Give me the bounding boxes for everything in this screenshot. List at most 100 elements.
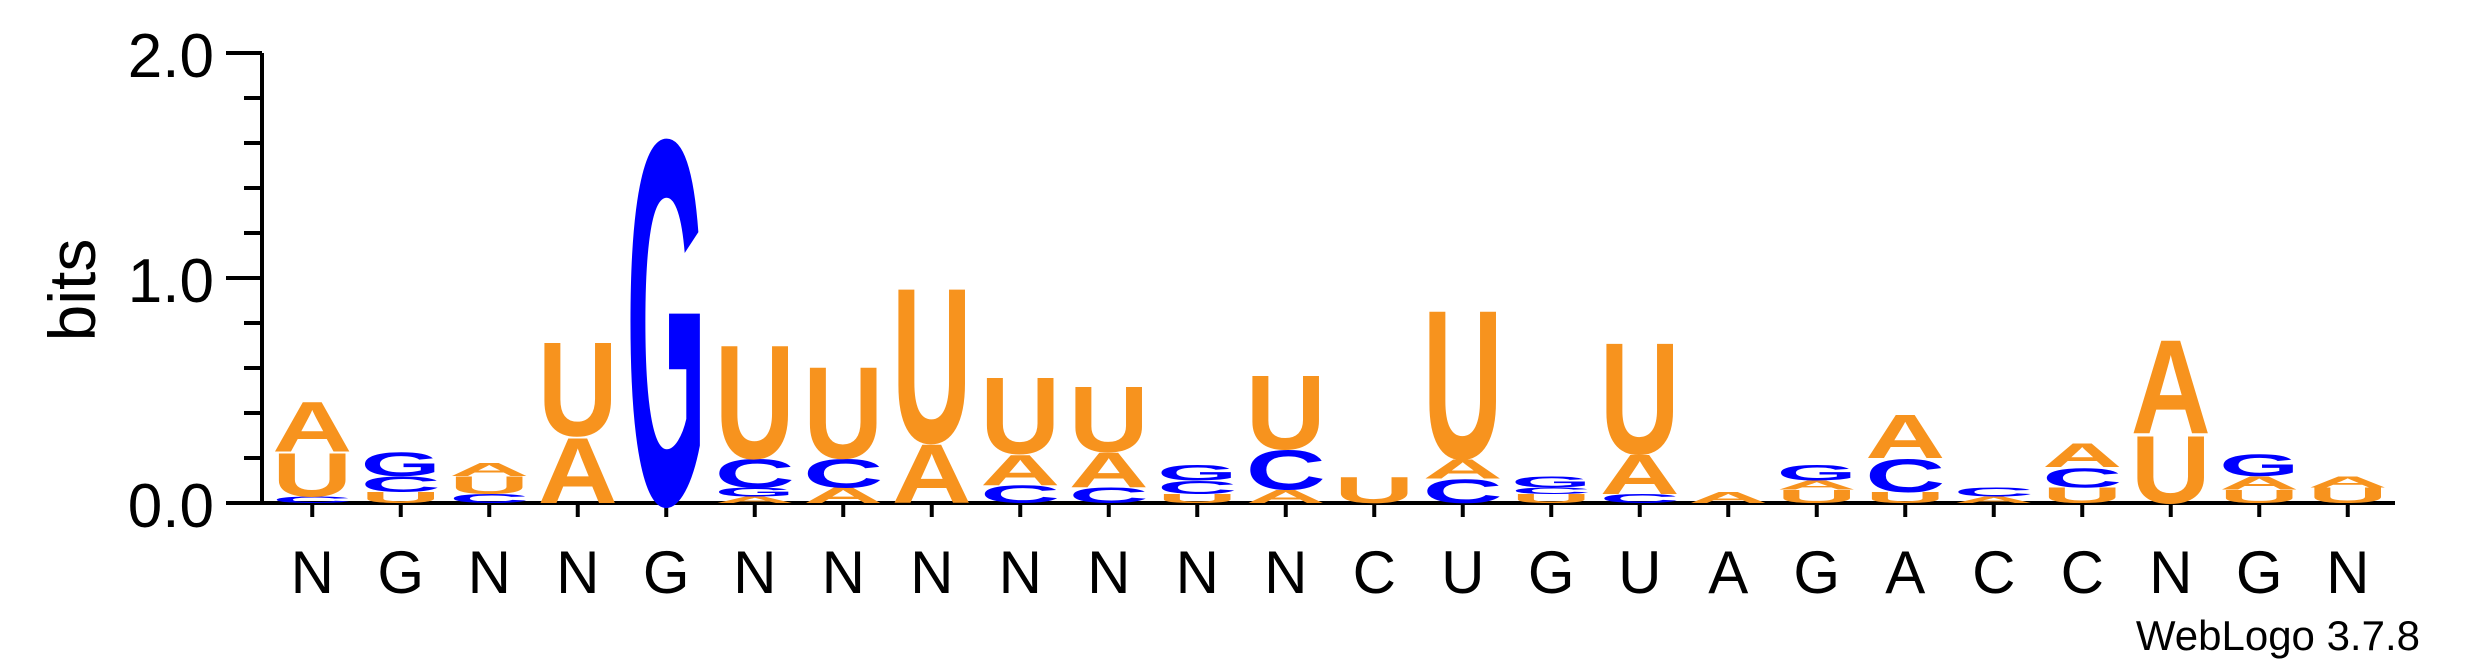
logo-letter-A: A [2308, 473, 2388, 491]
logo-letter-U: U [1865, 489, 1945, 507]
logo-letter-A: A [892, 427, 972, 521]
logo-letter-C: C [2042, 462, 2122, 493]
logo-stack: AU [538, 315, 618, 523]
logo-letter-A: A [2219, 473, 2299, 494]
logo-letter-U: U [449, 472, 529, 500]
logo-letter-U: U [980, 355, 1060, 477]
logo-letter-U: U [715, 312, 795, 493]
logo-letter-G: G [1511, 473, 1591, 491]
logo-letter-G: G [361, 446, 441, 484]
position-label: N [2149, 539, 2192, 606]
y-tick-label: 1.0 [128, 247, 214, 316]
logo-letter-C: C [1865, 450, 1945, 502]
y-axis: 0.0 1.0 2.0 [128, 22, 264, 541]
logo-letter-U: U [1600, 311, 1680, 489]
position-label: G [377, 539, 424, 606]
logo-letter-U: U [1777, 486, 1857, 507]
logo-letter-A: A [1777, 478, 1857, 492]
logo-letter-A: A [1246, 486, 1326, 507]
logo-letter-C: C [1069, 483, 1149, 507]
y-axis-label: bits [35, 239, 109, 342]
logo-letter-U: U [1423, 266, 1503, 503]
logo-letter-U: U [272, 441, 352, 510]
logo-stack: UAG [1777, 461, 1857, 507]
logo-letter-G: G [2219, 448, 2299, 483]
logo-stack: ACU [1246, 353, 1326, 507]
logo-letter-G: G [1777, 461, 1857, 485]
logo-letter-A: A [1069, 442, 1149, 498]
logo-stack: AU [892, 242, 972, 521]
logo-letter-U: U [892, 242, 972, 490]
position-label: C [2061, 539, 2104, 606]
logo-stack: CAU [1423, 266, 1503, 510]
logo-stack: UA [2131, 313, 2211, 524]
position-label: G [1528, 539, 1575, 606]
weblogo-credit: WebLogo 3.7.8 [2136, 612, 2420, 659]
position-label: A [1885, 539, 1925, 606]
logo-letter-G: G [1157, 461, 1237, 485]
y-tick-label: 2.0 [128, 22, 214, 91]
position-label: N [1264, 539, 1307, 606]
position-label: A [1708, 539, 1748, 606]
logo-letter-U: U [538, 315, 618, 464]
logo-letter-A: A [1954, 495, 2034, 505]
logo-letter-C: C [272, 495, 352, 505]
logo-stack: CAU [1069, 366, 1149, 507]
logo-letter-A: A [980, 446, 1060, 495]
logo-stack: AC [1954, 485, 2034, 505]
position-label: N [733, 539, 776, 606]
logo-letter-A: A [2131, 313, 2211, 462]
logo-stack: UA [2308, 473, 2388, 508]
logo-letter-C: C [361, 472, 441, 496]
logo-letter-A: A [1423, 453, 1503, 484]
position-label: G [1793, 539, 1840, 606]
logo-stack: U [1334, 469, 1414, 511]
logo-letter-C: C [980, 481, 1060, 509]
logo-letter-C: C [1954, 485, 2034, 499]
logo-letter-U: U [1246, 353, 1326, 471]
logo-stack: CUA [272, 386, 352, 510]
logo-stack: UAG [2219, 448, 2299, 507]
logo-letter-A: A [803, 483, 883, 507]
logo-letter-U: U [1511, 492, 1591, 506]
logo-letter-U: U [2042, 483, 2122, 507]
logo-letter-U: U [1334, 469, 1414, 511]
logo-letter-G: G [715, 485, 795, 499]
position-label: G [2236, 539, 2283, 606]
position-label: C [1972, 539, 2015, 606]
position-label: C [1353, 539, 1396, 606]
logo-stack: UCG [1511, 473, 1591, 506]
logo-letter-C: C [1511, 486, 1591, 496]
position-label: U [1618, 539, 1661, 606]
position-label: N [910, 539, 953, 606]
logo-stack: ACU [803, 339, 883, 508]
position-label: N [1176, 539, 1219, 606]
logo-stack: A [1688, 489, 1768, 507]
logo-stack: UCA [1865, 402, 1945, 506]
logo-letter-C: C [803, 450, 883, 496]
position-label: N [468, 539, 511, 606]
logo-letter-C: C [715, 450, 795, 496]
logo-letter-U: U [1157, 492, 1237, 506]
logo-letter-A: A [449, 459, 529, 480]
position-label: U [1441, 539, 1484, 606]
logo-letter-A: A [1688, 489, 1768, 507]
logo-letter-U: U [2131, 416, 2211, 524]
logo-letter-A: A [715, 495, 795, 505]
logo-stack: G [626, 31, 706, 614]
logo-letter-A: A [1600, 443, 1680, 506]
position-label: N [822, 539, 865, 606]
position-label: N [999, 539, 1042, 606]
y-tick-label: 0.0 [128, 472, 214, 541]
logo-letter-C: C [1157, 477, 1237, 498]
logo-letter-C: C [1246, 438, 1326, 501]
position-label: N [556, 539, 599, 606]
logo-letter-C: C [1600, 492, 1680, 506]
position-label: N [2326, 539, 2369, 606]
logo-letter-U: U [2219, 486, 2299, 507]
logo-letter-A: A [2042, 436, 2122, 474]
